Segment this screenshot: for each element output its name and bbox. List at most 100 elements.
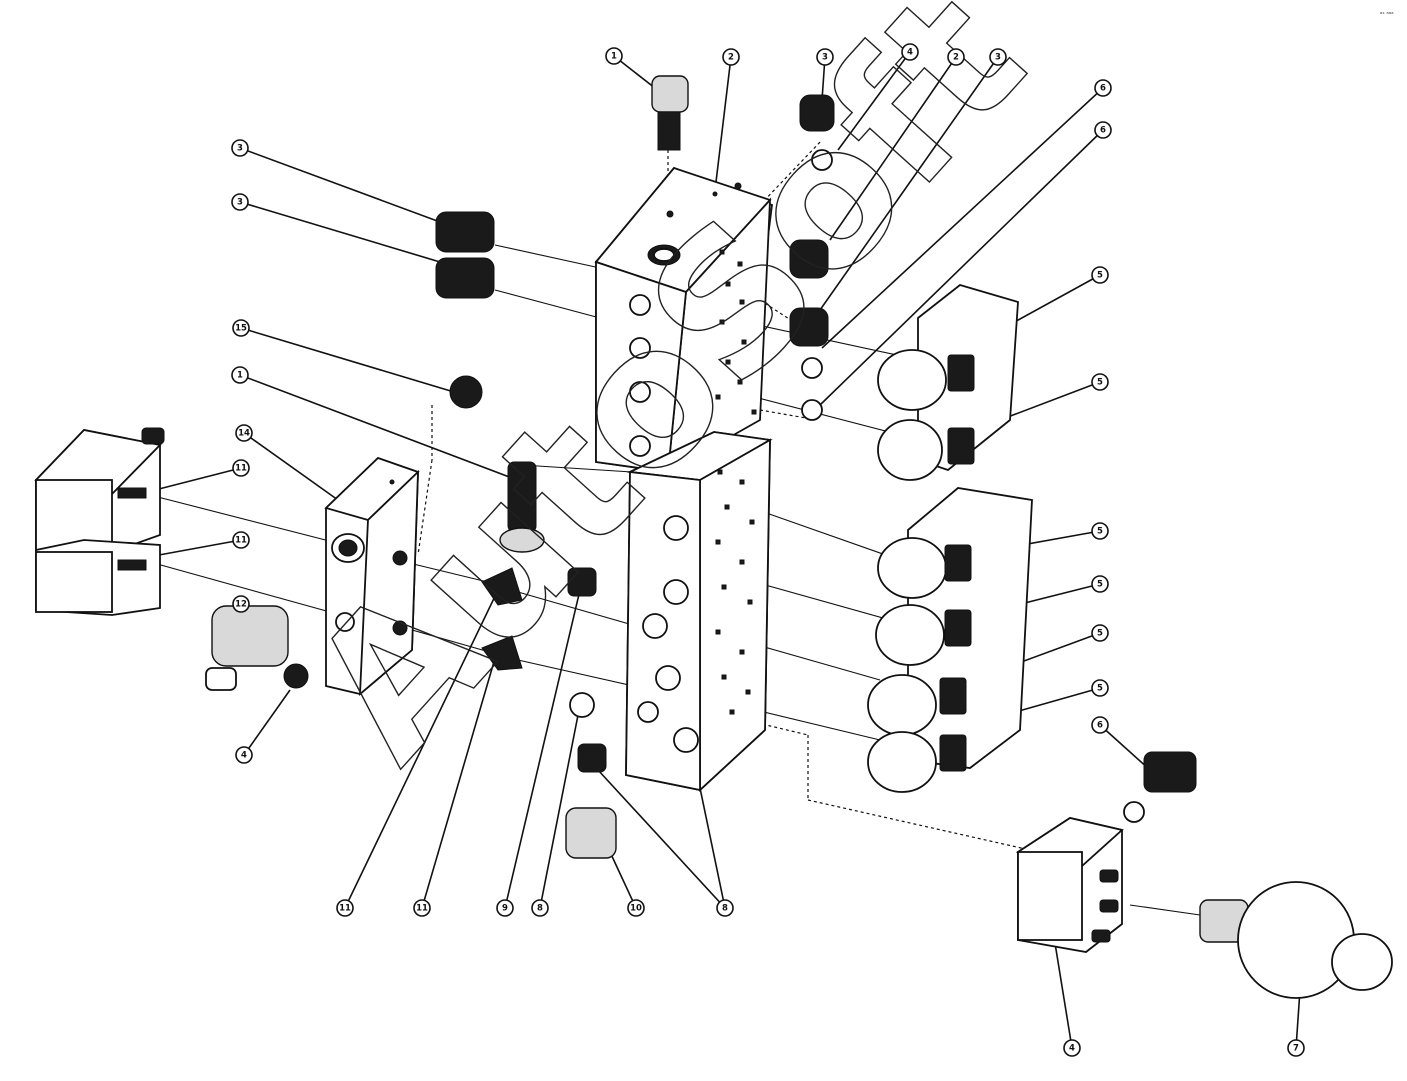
callout-c-02: 2 bbox=[722, 48, 740, 66]
callout-c-29: 10 bbox=[627, 899, 645, 917]
callout-circle bbox=[1094, 79, 1112, 97]
callout-c-16: 12 bbox=[232, 595, 250, 613]
callout-c-27: 9 bbox=[496, 899, 514, 917]
callout-c-17: 4 bbox=[235, 746, 253, 764]
callout-c-10: 3 bbox=[231, 193, 249, 211]
callout-c-01: 1 bbox=[605, 47, 623, 65]
callout-label: 3 bbox=[237, 144, 243, 154]
callout-circle bbox=[901, 43, 919, 61]
callout-label: 1 bbox=[611, 52, 617, 62]
callout-label: 4 bbox=[907, 48, 913, 58]
callout-c-08: 6 bbox=[1094, 121, 1112, 139]
callout-label: 5 bbox=[1097, 629, 1103, 639]
callout-label: 3 bbox=[822, 53, 828, 63]
callout-circle bbox=[232, 319, 250, 337]
callout-c-19: 5 bbox=[1091, 373, 1109, 391]
callout-label: 2 bbox=[953, 53, 959, 63]
callout-circle bbox=[1091, 679, 1109, 697]
callout-circle bbox=[1091, 522, 1109, 540]
callout-circle bbox=[989, 48, 1007, 66]
callout-circle bbox=[496, 899, 514, 917]
callout-c-25: 11 bbox=[336, 899, 354, 917]
callout-label: 6 bbox=[1097, 721, 1103, 731]
callout-label: 5 bbox=[1097, 580, 1103, 590]
callout-c-23: 5 bbox=[1091, 679, 1109, 697]
callout-c-18: 5 bbox=[1091, 266, 1109, 284]
callout-circle bbox=[531, 899, 549, 917]
callout-label: 5 bbox=[1097, 527, 1103, 537]
callout-label: 3 bbox=[995, 53, 1001, 63]
callout-circle bbox=[1091, 266, 1109, 284]
lower-manifold-block bbox=[625, 431, 773, 793]
callout-circle bbox=[336, 899, 354, 917]
callout-c-06: 3 bbox=[989, 48, 1007, 66]
callout-circle bbox=[1063, 1039, 1081, 1057]
callout-c-21: 5 bbox=[1091, 575, 1109, 593]
callout-circle bbox=[1287, 1039, 1305, 1057]
callout-circle bbox=[235, 746, 253, 764]
callout-c-15: 11 bbox=[232, 531, 250, 549]
plugs-and-fittings bbox=[205, 75, 1197, 859]
callout-circle bbox=[947, 48, 965, 66]
callout-circle bbox=[1091, 373, 1109, 391]
callout-circle bbox=[1094, 121, 1112, 139]
callout-label: 6 bbox=[1100, 84, 1106, 94]
accumulator-assembly bbox=[1015, 817, 1393, 999]
side-manifold-block bbox=[324, 456, 420, 697]
callout-c-05: 2 bbox=[947, 48, 965, 66]
callout-label: 12 bbox=[235, 600, 247, 610]
upper-manifold-block bbox=[594, 166, 773, 474]
callout-circle bbox=[231, 366, 249, 384]
callout-c-03: 3 bbox=[816, 48, 834, 66]
callout-label: 8 bbox=[722, 904, 728, 914]
callout-c-14: 11 bbox=[232, 459, 250, 477]
callout-label: 11 bbox=[235, 464, 247, 474]
callout-label: 2 bbox=[728, 53, 734, 63]
callout-circle bbox=[235, 424, 253, 442]
callout-label: 15 bbox=[235, 324, 247, 334]
callout-circle bbox=[1091, 575, 1109, 593]
callout-circle bbox=[1091, 624, 1109, 642]
callout-c-32: 7 bbox=[1287, 1039, 1305, 1057]
callout-c-30: 8 bbox=[716, 899, 734, 917]
callout-c-24: 6 bbox=[1091, 716, 1109, 734]
callout-c-26: 11 bbox=[413, 899, 431, 917]
callout-c-22: 5 bbox=[1091, 624, 1109, 642]
callout-c-07: 6 bbox=[1094, 79, 1112, 97]
callout-circle bbox=[232, 459, 250, 477]
callout-c-09: 3 bbox=[231, 139, 249, 157]
callout-label: 7 bbox=[1293, 1044, 1299, 1054]
callout-circle bbox=[716, 899, 734, 917]
callout-label: 9 bbox=[502, 904, 508, 914]
solenoid-valve-stack bbox=[867, 284, 1033, 793]
left-solenoid-coils bbox=[34, 427, 165, 616]
callout-circle bbox=[232, 595, 250, 613]
callout-label: 8 bbox=[537, 904, 543, 914]
corner-mark: ᵃˢ ᵃᵃᵃ bbox=[1380, 11, 1394, 18]
callout-circle bbox=[1091, 716, 1109, 734]
callout-label: 11 bbox=[235, 536, 247, 546]
callout-c-28: 8 bbox=[531, 899, 549, 917]
callout-c-11: 15 bbox=[232, 319, 250, 337]
callout-circle bbox=[627, 899, 645, 917]
callout-circle bbox=[231, 193, 249, 211]
callout-label: 1 bbox=[237, 371, 243, 381]
callout-c-20: 5 bbox=[1091, 522, 1109, 540]
callout-c-31: 4 bbox=[1063, 1039, 1081, 1057]
callout-circle bbox=[231, 139, 249, 157]
callout-circle bbox=[605, 47, 623, 65]
callout-circle bbox=[722, 48, 740, 66]
callout-label: 10 bbox=[630, 904, 642, 914]
callout-c-12: 1 bbox=[231, 366, 249, 384]
callout-label: 11 bbox=[339, 904, 351, 914]
callout-label: 4 bbox=[1069, 1044, 1075, 1054]
callout-label: 5 bbox=[1097, 378, 1103, 388]
callout-label: 5 bbox=[1097, 271, 1103, 281]
callout-circle bbox=[232, 531, 250, 549]
callout-label: 4 bbox=[241, 751, 247, 761]
callout-label: 5 bbox=[1097, 684, 1103, 694]
callout-circle bbox=[816, 48, 834, 66]
callout-c-04: 4 bbox=[901, 43, 919, 61]
